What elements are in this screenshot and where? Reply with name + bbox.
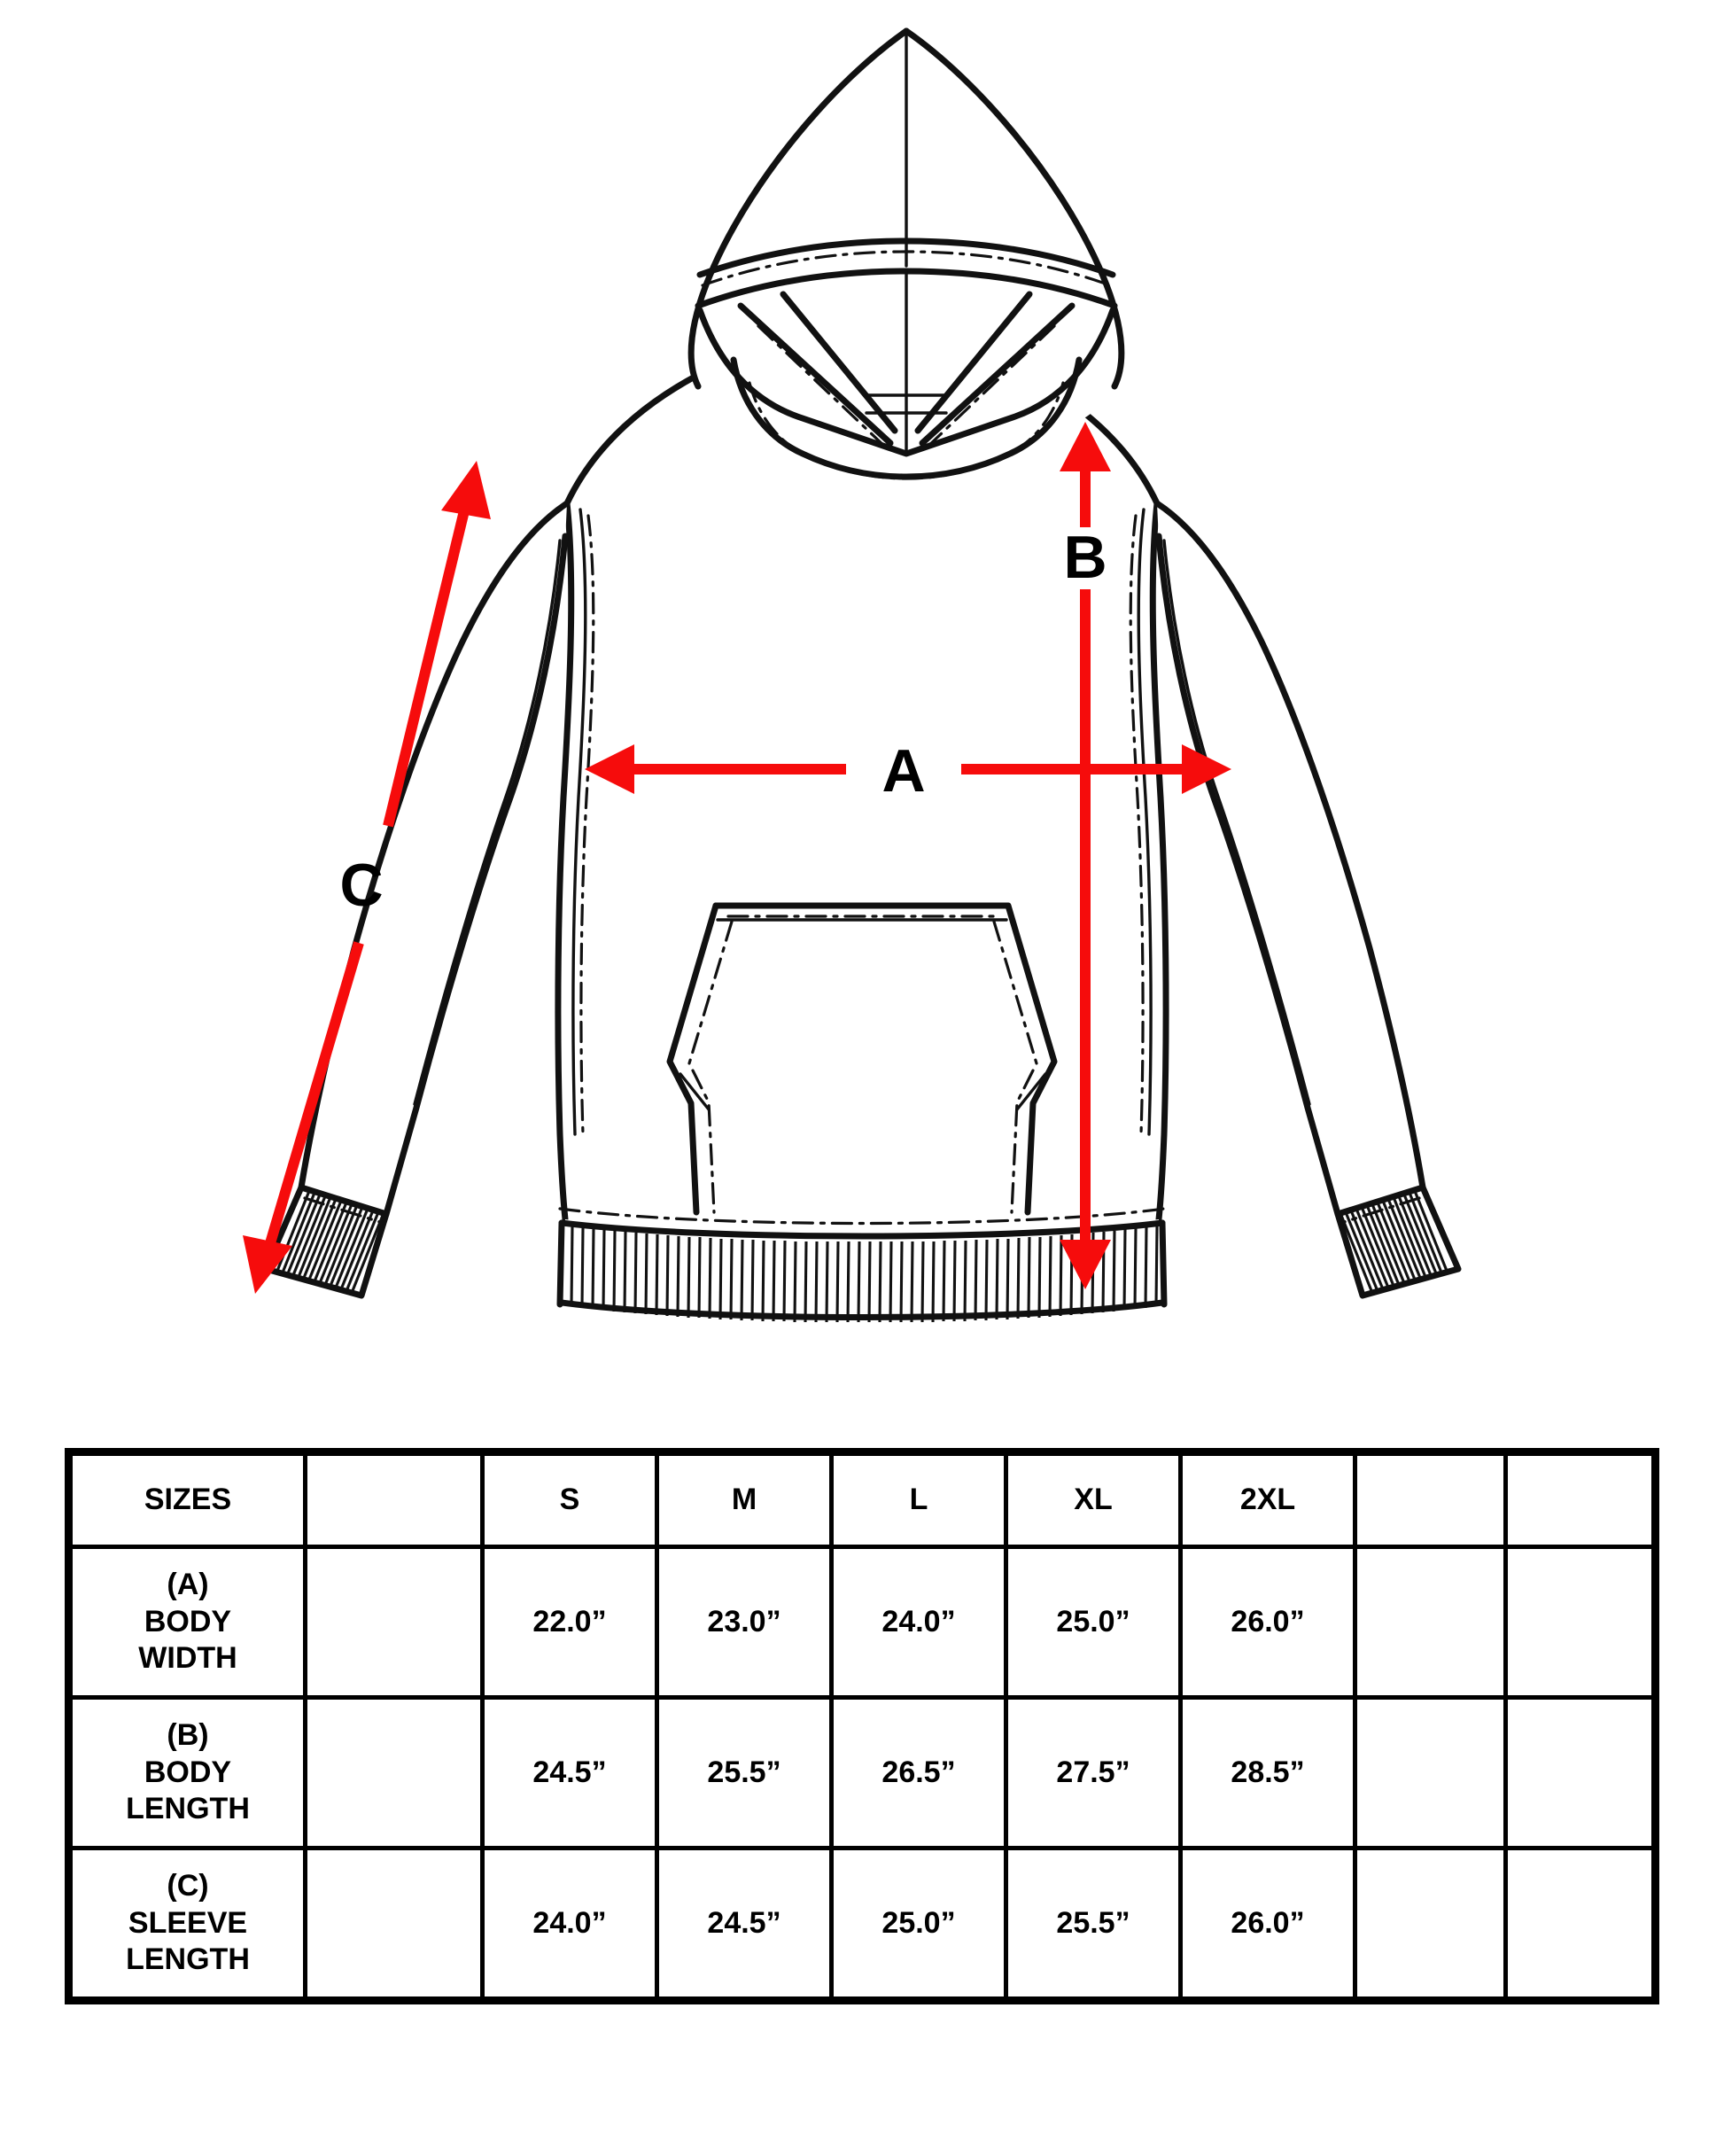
cell-body-width-l: 24.0” <box>829 1545 1008 1700</box>
row-a-blank-cell-2 <box>1503 1545 1658 1700</box>
cell-body-length-2xl: 28.5” <box>1178 1695 1357 1850</box>
sleeves-group <box>262 500 1462 1299</box>
dimension-label-c: C <box>339 852 383 919</box>
dimension-arrow-b <box>1060 422 1111 1289</box>
header-sizes-label: SIZES <box>66 1450 307 1549</box>
header-size-m: M <box>655 1450 834 1549</box>
header-spacer-cell <box>303 1450 485 1549</box>
row-b-blank-cell-1 <box>1353 1695 1508 1850</box>
row-name-c-line2: LENGTH <box>126 1942 250 1977</box>
row-a-spacer-cell <box>303 1545 485 1700</box>
cell-sleeve-length-s: 24.0” <box>480 1846 659 2003</box>
row-c-blank-cell-1 <box>1353 1846 1508 2003</box>
table-row: (C) SLEEVE LENGTH 24.0” 24.5” 25.0” 25.5… <box>66 1846 1658 2003</box>
table-row: (A) BODY WIDTH 22.0” 23.0” 24.0” 25.0” 2… <box>66 1545 1658 1700</box>
row-name-c-line1: SLEEVE <box>128 1905 248 1940</box>
row-c-spacer-cell <box>303 1846 485 2003</box>
row-name-a-line1: BODY <box>144 1604 232 1638</box>
row-marker-c: (C) <box>167 1869 209 1903</box>
dimension-arrow-a <box>585 744 1231 794</box>
header-size-s: S <box>480 1450 659 1549</box>
row-label-body-width: (A) BODY WIDTH <box>66 1545 307 1700</box>
cell-body-length-m: 25.5” <box>655 1695 834 1850</box>
table-header-row: SIZES S M L XL 2XL <box>66 1450 1658 1549</box>
header-blank-cell-1 <box>1353 1450 1508 1549</box>
cell-body-length-xl: 27.5” <box>1004 1695 1183 1850</box>
cell-body-width-2xl: 26.0” <box>1178 1545 1357 1700</box>
header-size-l: L <box>829 1450 1008 1549</box>
kangaroo-pocket <box>666 902 1058 1216</box>
cell-sleeve-length-xl: 25.5” <box>1004 1846 1183 2003</box>
row-a-blank-cell-1 <box>1353 1545 1508 1700</box>
size-table: SIZES S M L XL 2XL (A) BODY WIDTH <box>65 1448 1659 2004</box>
hood-group <box>687 27 1125 480</box>
dimension-label-b: B <box>1063 524 1107 591</box>
header-blank-cell-2 <box>1503 1450 1658 1549</box>
hoodie-body-group <box>470 359 1256 1243</box>
row-label-sleeve-length: (C) SLEEVE LENGTH <box>66 1846 307 2003</box>
cell-sleeve-length-2xl: 26.0” <box>1178 1846 1357 2003</box>
dimension-label-a: A <box>881 737 925 805</box>
bottom-hem-ribbing <box>556 1207 1168 1323</box>
row-name-b-line2: LENGTH <box>126 1792 250 1826</box>
row-b-spacer-cell <box>303 1695 485 1850</box>
row-b-blank-cell-2 <box>1503 1695 1658 1850</box>
table-row: (B) BODY LENGTH 24.5” 25.5” 26.5” 27.5” … <box>66 1695 1658 1850</box>
hoodie-illustration: A B C <box>243 27 1462 1323</box>
cell-body-width-m: 23.0” <box>655 1545 834 1700</box>
cell-sleeve-length-m: 24.5” <box>655 1846 834 2003</box>
row-marker-b: (B) <box>167 1718 209 1753</box>
cell-body-width-s: 22.0” <box>480 1545 659 1700</box>
dimension-arrow-c <box>243 461 491 1294</box>
header-size-2xl: 2XL <box>1178 1450 1357 1549</box>
row-label-body-length: (B) BODY LENGTH <box>66 1695 307 1850</box>
header-size-xl: XL <box>1004 1450 1183 1549</box>
size-table-container: SIZES S M L XL 2XL (A) BODY WIDTH <box>65 1448 1659 2004</box>
row-name-a-line2: WIDTH <box>138 1641 237 1676</box>
cell-body-length-l: 26.5” <box>829 1695 1008 1850</box>
row-name-b-line1: BODY <box>144 1755 232 1789</box>
cell-body-width-xl: 25.0” <box>1004 1545 1183 1700</box>
row-c-blank-cell-2 <box>1503 1846 1658 2003</box>
cell-sleeve-length-l: 25.0” <box>829 1846 1008 2003</box>
cell-body-length-s: 24.5” <box>480 1695 659 1850</box>
row-marker-a: (A) <box>167 1568 209 1602</box>
